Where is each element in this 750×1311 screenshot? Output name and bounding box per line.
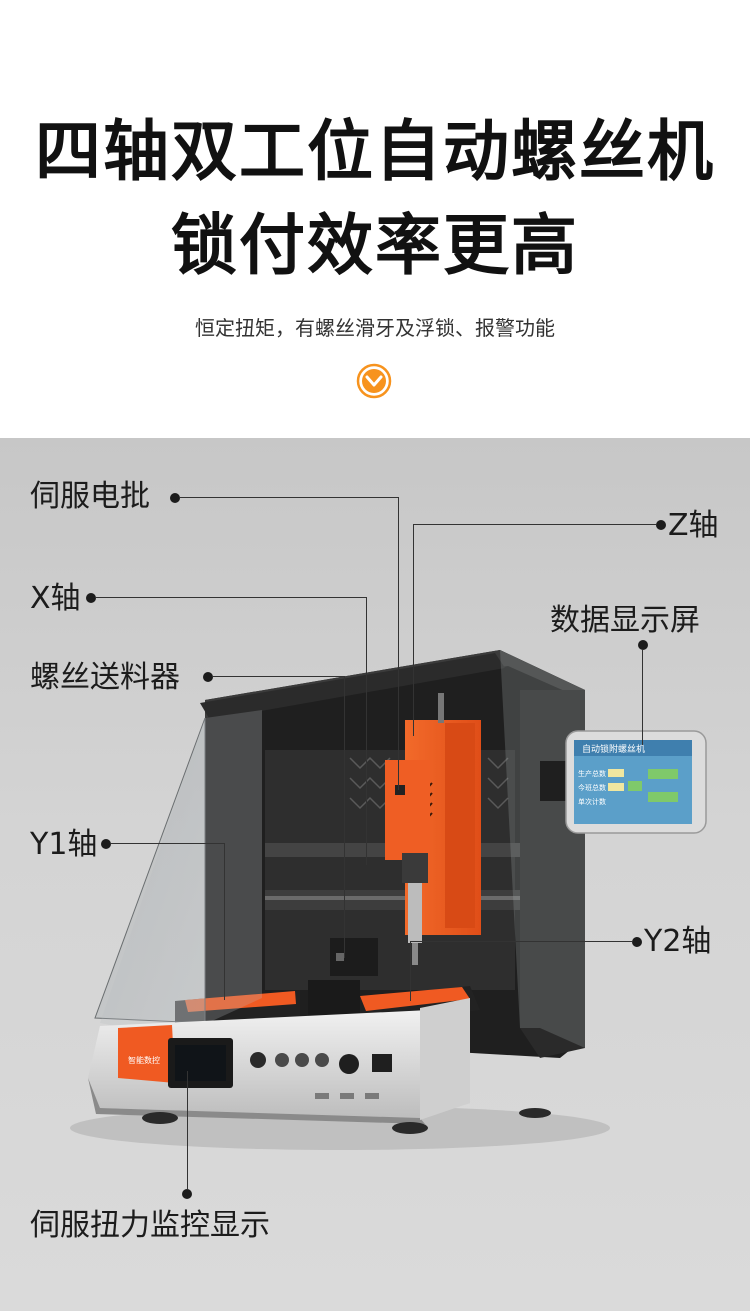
callout-y1-axis: Y1轴 [30, 827, 98, 862]
callout-dot [170, 493, 180, 503]
leader-line [213, 676, 344, 677]
leader-line [180, 497, 398, 498]
callout-dot [203, 672, 213, 682]
page-subtitle: 恒定扭矩，有螺丝滑牙及浮锁、报警功能 [195, 316, 555, 340]
leader-line [344, 676, 345, 958]
callout-x-axis: X轴 [30, 581, 81, 616]
hero-section: 四轴双工位自动螺丝机 锁付效率更高 恒定扭矩，有螺丝滑牙及浮锁、报警功能 [0, 0, 750, 438]
callout-dot [182, 1189, 192, 1199]
leader-line [413, 524, 656, 525]
screen-title: 自动锁附螺丝机 [582, 743, 645, 755]
leader-line [111, 843, 224, 844]
callout-screw-feeder: 螺丝送料器 [30, 660, 180, 695]
page-title-line2: 锁付效率更高 [171, 207, 579, 284]
screen-row-2: 今班总数 [578, 783, 606, 792]
callout-z-axis: Z轴 [668, 508, 719, 543]
callout-dot [86, 593, 96, 603]
page-title: 四轴双工位自动螺丝机 [35, 113, 715, 190]
callout-display-screen: 数据显示屏 [550, 603, 700, 638]
screen-row-3: 单次计数 [578, 797, 606, 806]
chevron-down-circle-icon[interactable] [356, 363, 392, 399]
brand-text: 智能数控 [128, 1055, 160, 1065]
callout-y2-axis: Y2轴 [644, 924, 712, 959]
screen-row-1: 生产总数 [578, 769, 606, 778]
leader-line [366, 597, 367, 865]
callout-servo-screwdriver: 伺服电批 [30, 479, 150, 514]
callout-torque-monitor: 伺服扭力监控显示 [30, 1208, 270, 1243]
callout-dot [638, 640, 648, 650]
leader-line [224, 843, 225, 1000]
leader-line [187, 1071, 188, 1189]
leader-line [410, 941, 411, 1001]
leader-line [642, 650, 643, 745]
machine-stage: 自动锁附螺丝机 生产总数 今班总数 单次计数 智能数控 [0, 438, 750, 1311]
leader-line [410, 941, 632, 942]
callout-dot [101, 839, 111, 849]
callout-dot [632, 937, 642, 947]
leader-line [96, 597, 366, 598]
leader-line [413, 524, 414, 736]
leader-line [398, 497, 399, 790]
callout-dot [656, 520, 666, 530]
screw-machine-illustration: 自动锁附螺丝机 生产总数 今班总数 单次计数 智能数控 [70, 650, 707, 1150]
